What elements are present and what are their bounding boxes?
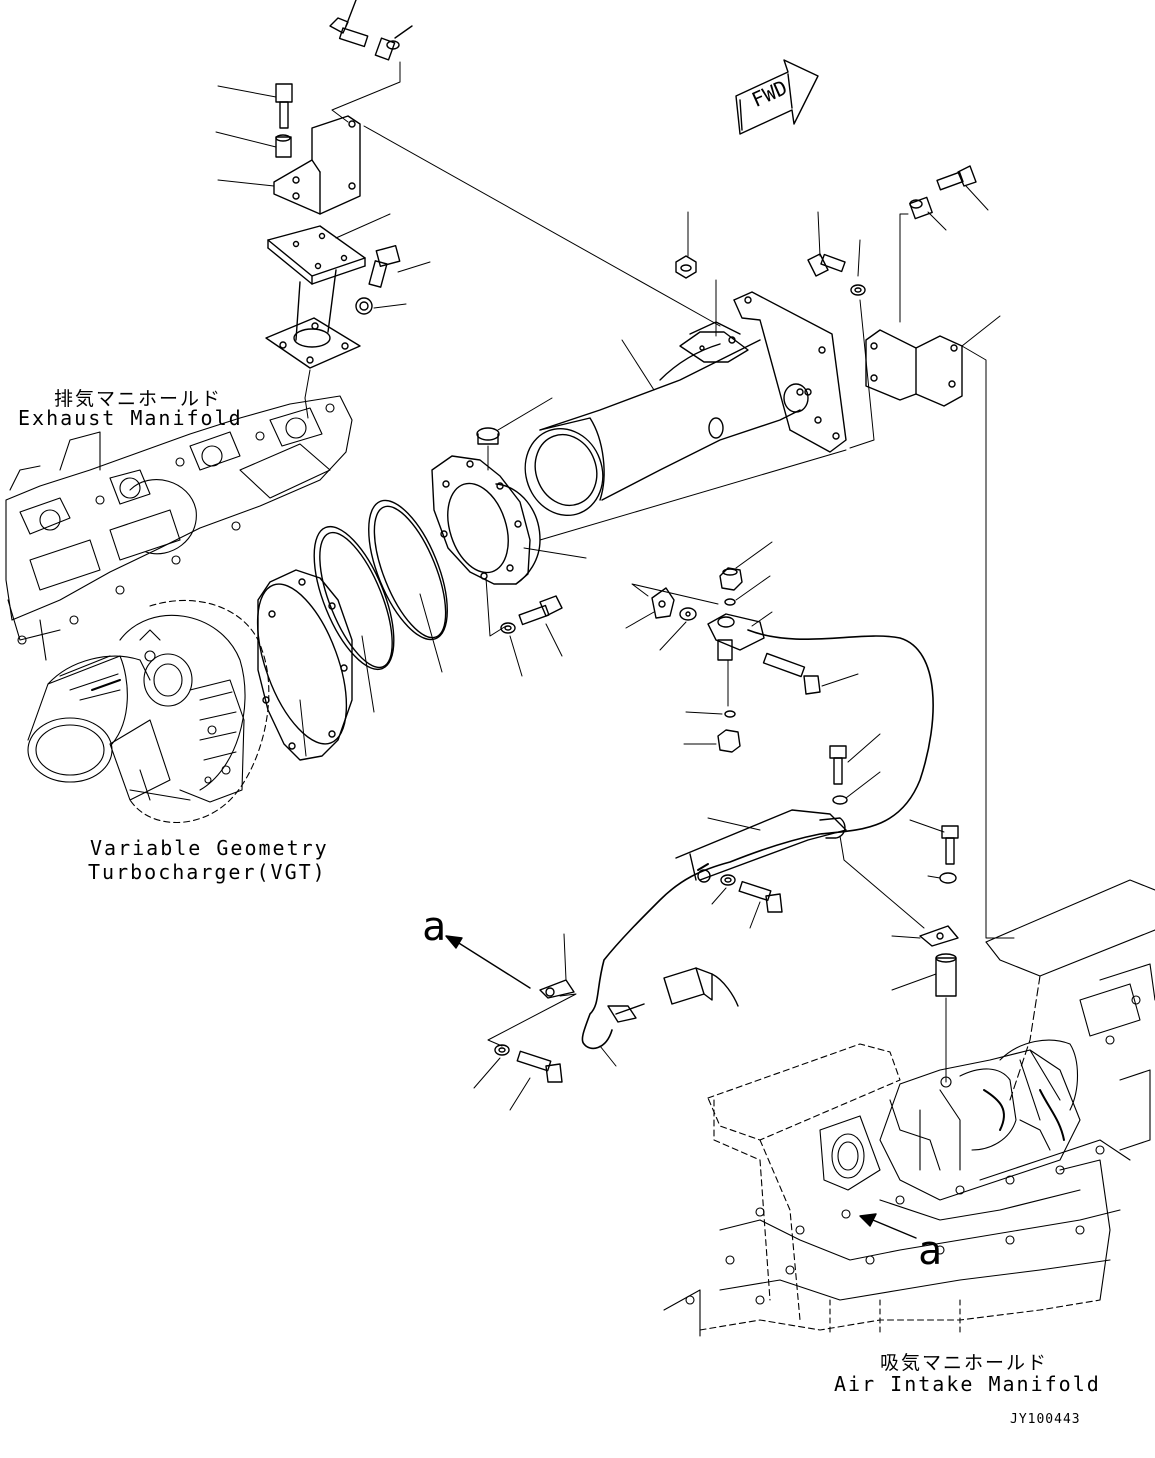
leader-right-bracket (899, 213, 909, 323)
bolt-right-2 (936, 165, 989, 211)
washer-lower (473, 1044, 510, 1089)
clip-mid (697, 863, 711, 883)
intake-manifold-label-ja: 吸気マニホールド (880, 1352, 1049, 1374)
bolt-clip (738, 880, 783, 929)
top-bolt (329, 0, 369, 48)
support-stay (265, 213, 391, 369)
sensor-cable (581, 629, 934, 1050)
exhaust-manifold (5, 395, 353, 661)
exhaust-manifold-label-ja: 排気マニホールド (54, 388, 223, 410)
leader-flange (485, 577, 507, 637)
drawing-code: JY100443 (1010, 1412, 1081, 1427)
sensor-nut (719, 541, 773, 606)
vgt-label-line1: Variable Geometry (90, 836, 329, 860)
connector-lower (599, 967, 739, 1067)
bolt-lower (509, 1050, 563, 1111)
fwd-arrow (735, 59, 819, 135)
ref-a-lower: a (918, 1228, 943, 1274)
bolt-left (217, 83, 293, 129)
leader-right-long (961, 345, 1015, 939)
vgt-turbocharger (27, 599, 270, 824)
leader-top (331, 61, 401, 123)
intake-manifold-label: Air Intake Manifold (834, 1372, 1101, 1396)
nut-stay (355, 297, 407, 315)
leader-pipe-long (363, 125, 721, 327)
leader-sensor (631, 583, 719, 605)
leader-pipe-flange (539, 449, 847, 541)
connector-flange (431, 455, 587, 585)
washer-clip (711, 874, 736, 905)
arrow-a-upper (445, 935, 531, 989)
leader-manifold (304, 369, 311, 419)
sensor-fitting (707, 611, 773, 707)
sensor-washer (659, 607, 697, 651)
collar-right (909, 196, 947, 231)
air-intake-manifold (663, 879, 1155, 1337)
washer-right-3 (927, 872, 957, 884)
leader-pipe-right (849, 299, 875, 449)
bracket-left (217, 115, 361, 215)
collar-left (215, 131, 292, 158)
washer-mid (832, 771, 881, 805)
washer-right-1 (850, 239, 866, 296)
bolt-right-3 (909, 819, 959, 865)
seal-ring-1 (313, 525, 395, 713)
sensor-oring (685, 710, 736, 718)
clip-lower (539, 933, 575, 999)
exhaust-pipe (524, 291, 847, 517)
seal-ring-2 (368, 499, 448, 673)
spacer-right (891, 953, 957, 1083)
cable-bracket (675, 809, 847, 881)
bolt-mid (829, 733, 881, 785)
sensor-adapter (683, 729, 741, 753)
gasket-plate (256, 569, 353, 761)
bolt-right-1 (807, 211, 846, 277)
washer-flange (500, 622, 523, 677)
bolt-flange (518, 595, 563, 657)
sensor-gasket (625, 587, 675, 629)
nut-pipe (675, 211, 717, 337)
bracket-right (865, 315, 1001, 407)
plug (476, 397, 553, 471)
leader-clip-lower (487, 993, 577, 1047)
arrow-a-lower (859, 1213, 917, 1239)
ref-a-upper: a (422, 904, 447, 950)
bolt-stay (368, 244, 431, 288)
vgt-label-line2: Turbocharger(VGT) (88, 860, 327, 884)
leader-cable-bracket (839, 835, 925, 929)
top-collar (374, 25, 413, 61)
sensor-bolt (762, 652, 859, 695)
clip-right (891, 925, 959, 947)
exhaust-manifold-label: Exhaust Manifold (18, 406, 243, 430)
